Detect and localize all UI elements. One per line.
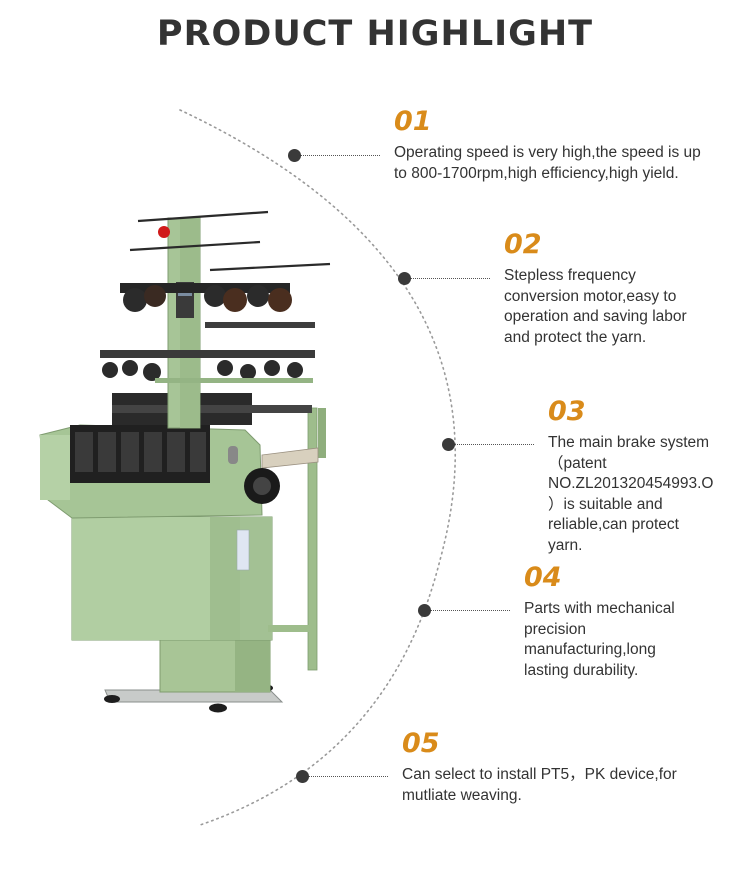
highlight-line: （patent — [548, 454, 607, 472]
highlight-number-4: 04 — [524, 562, 562, 593]
highlight-text-1: Operating speed is very high,the speed i… — [394, 143, 701, 184]
highlight-number-5: 05 — [402, 728, 440, 759]
highlight-line: yarn. — [548, 536, 583, 554]
highlight-number-2: 02 — [504, 229, 542, 260]
leader-line-3 — [454, 444, 534, 445]
bullet-dot-icon — [288, 149, 301, 162]
highlight-line: NO.ZL201320454993.O — [548, 475, 714, 492]
highlight-line: The main brake system — [548, 434, 710, 451]
highlight-line: Operating speed is very high,the speed i… — [394, 144, 701, 161]
highlight-line: to 800-1700rpm,high efficiency,high yiel… — [394, 164, 679, 182]
highlight-line: Stepless frequency — [504, 267, 636, 284]
leader-line-2 — [410, 278, 490, 279]
highlight-line: conversion motor,easy to — [504, 287, 677, 305]
bullet-dot-icon — [398, 272, 411, 285]
leader-line-5 — [308, 776, 388, 777]
highlight-text-2: Stepless frequency conversion motor,easy… — [504, 266, 687, 348]
highlight-number-1: 01 — [394, 106, 432, 137]
leader-line-1 — [300, 155, 380, 156]
highlight-line: ）is suitable and — [548, 495, 663, 513]
highlight-line: and protect the yarn. — [504, 328, 647, 346]
highlight-line: Parts with mechanical — [524, 600, 675, 617]
highlight-text-4: Parts with mechanical precision manufact… — [524, 599, 675, 681]
highlight-text-5: Can select to install PT5，PK device,for … — [402, 765, 677, 806]
highlight-number-3: 03 — [548, 396, 586, 427]
highlight-line: precision — [524, 620, 587, 638]
bullet-dot-icon — [296, 770, 309, 783]
leader-line-4 — [430, 610, 510, 611]
highlight-line: lasting durability. — [524, 661, 639, 679]
highlight-line: operation and saving labor — [504, 308, 687, 325]
highlight-line: mutliate weaving. — [402, 786, 522, 804]
bullet-dot-icon — [418, 604, 431, 617]
highlight-line: Can select to install PT5，PK device,for — [402, 766, 677, 783]
page-title: PRODUCT HIGHLIGHT — [156, 14, 594, 54]
highlight-line: reliable,can protect — [548, 516, 679, 533]
highlight-line: manufacturing,long — [524, 641, 656, 658]
bullet-dot-icon — [442, 438, 455, 451]
highlight-text-3: The main brake system （patent NO.ZL20132… — [548, 433, 713, 556]
